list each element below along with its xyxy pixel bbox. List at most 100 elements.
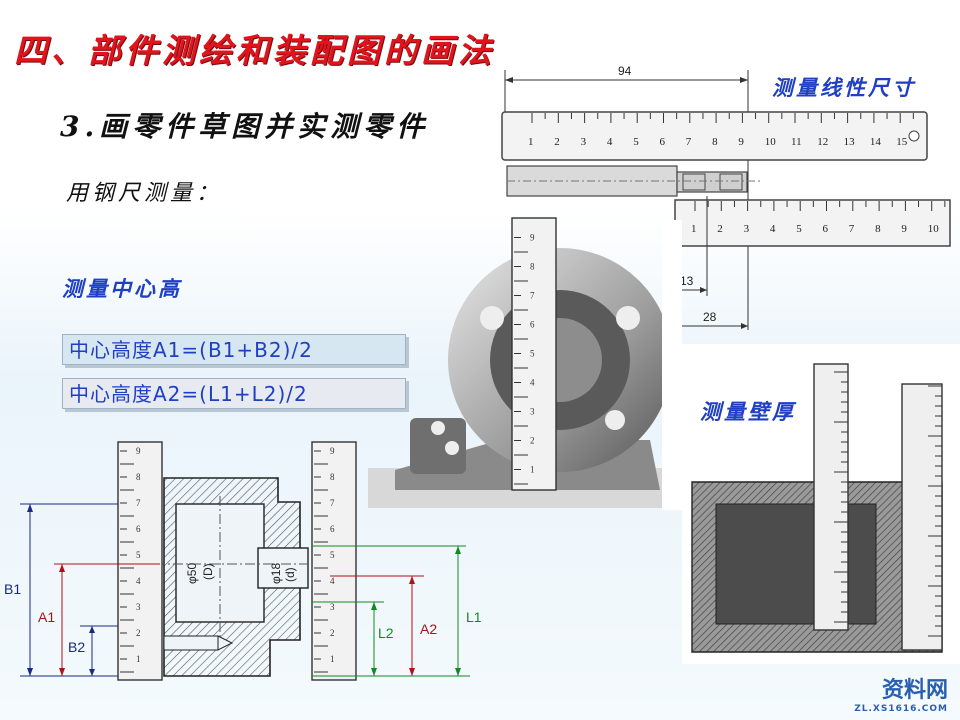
vrule-number: 5 bbox=[530, 349, 535, 359]
foot-bolt-hole bbox=[431, 421, 445, 435]
dim-b1: B1 bbox=[4, 581, 21, 597]
vertical-rule-left bbox=[117, 441, 163, 681]
vrule-number: 3 bbox=[136, 602, 141, 612]
rule-number: 8 bbox=[875, 223, 881, 235]
a2-arrow-bottom bbox=[409, 668, 415, 676]
dim-94-arrow-right bbox=[740, 77, 748, 83]
shaft-groove bbox=[682, 173, 706, 191]
wall-thickness-figure bbox=[682, 344, 960, 664]
dim-28-arrow-right bbox=[741, 323, 748, 329]
dim-13-arrow-right bbox=[700, 287, 707, 293]
vrule-number: 1 bbox=[330, 654, 335, 664]
rule-number: 7 bbox=[849, 223, 855, 235]
steel-rule-label: 用钢尺测量： bbox=[66, 181, 223, 206]
dim-a1: A1 bbox=[38, 609, 55, 625]
vertical-rule-right bbox=[311, 441, 357, 681]
steel-rule-bottom bbox=[674, 199, 951, 247]
rule-number: 8 bbox=[712, 136, 718, 148]
rule-number: 2 bbox=[717, 223, 723, 235]
vrule-number: 9 bbox=[330, 446, 335, 456]
vrule-number: 1 bbox=[530, 465, 535, 475]
measure-linear-label: 测量线性尺寸 bbox=[772, 75, 916, 100]
flange-bolt-hole-2 bbox=[616, 306, 640, 330]
b1-arrow-top bbox=[27, 504, 33, 512]
figure-gap bbox=[662, 220, 682, 510]
b2-arrow-bottom bbox=[89, 669, 95, 676]
dia-18-sub: (d) bbox=[283, 567, 297, 582]
dowel-pin bbox=[163, 635, 219, 651]
vrule-number: 9 bbox=[136, 446, 141, 456]
l2-arrow-top bbox=[371, 602, 377, 610]
dim-b2: B2 bbox=[68, 639, 85, 655]
rule-number: 14 bbox=[870, 136, 882, 148]
dim-13-label: 13 bbox=[680, 274, 694, 288]
b2-arrow-top bbox=[89, 626, 95, 633]
slide-title: 四、部件测绘和装配图的画法 bbox=[14, 31, 495, 70]
rule-number: 5 bbox=[633, 136, 639, 148]
vrule-number: 4 bbox=[136, 576, 141, 586]
rule-number: 9 bbox=[738, 136, 744, 148]
formula-a1: 中心高度A1=(B1+B2)/2 bbox=[62, 334, 406, 365]
flange-bolt-hole bbox=[480, 306, 504, 330]
flange-bolt-hole-3 bbox=[605, 410, 625, 430]
vrule-number: 9 bbox=[530, 233, 535, 243]
a1-arrow-top bbox=[59, 564, 65, 572]
b1-arrow-bottom bbox=[27, 668, 33, 676]
bore-d18 bbox=[257, 547, 309, 589]
vrule-number: 1 bbox=[136, 654, 141, 664]
dia-50-sub: (D) bbox=[201, 563, 215, 580]
rule-number: 15 bbox=[896, 136, 908, 148]
vrule-number: 3 bbox=[330, 602, 335, 612]
rule-number: 4 bbox=[607, 136, 613, 148]
watermark-brand: 资料网 bbox=[881, 678, 948, 703]
vrule-number: 6 bbox=[330, 524, 335, 534]
watermark-logo: 资料网 ZL.XS1616.COM bbox=[854, 672, 948, 714]
rule-hang-hole bbox=[908, 130, 920, 142]
shaft-groove-2 bbox=[719, 173, 743, 191]
formula-a2: 中心高度A2=(L1+L2)/2 bbox=[62, 378, 406, 409]
vrule-number: 6 bbox=[530, 320, 535, 330]
foot-bolt-hole-2 bbox=[445, 441, 459, 455]
rule-number: 3 bbox=[744, 223, 750, 235]
l2-arrow-bottom bbox=[371, 668, 377, 676]
slide-subtitle: 3.画零件草图并实测零件 bbox=[60, 110, 430, 143]
dia-18-label: φ18 bbox=[269, 563, 283, 584]
l1-arrow-top bbox=[455, 546, 461, 554]
vrule-number: 2 bbox=[330, 628, 335, 638]
vrule-number: 2 bbox=[530, 436, 535, 446]
rule-number: 6 bbox=[823, 223, 829, 235]
wall-rule-inner bbox=[813, 363, 849, 631]
dim-l2: L2 bbox=[378, 625, 394, 641]
rule-number: 4 bbox=[770, 223, 776, 235]
wall-cavity bbox=[715, 503, 877, 625]
rule-number: 12 bbox=[817, 136, 828, 148]
measure-center-height-label: 测量中心高 bbox=[62, 276, 182, 301]
rule-number: 10 bbox=[765, 136, 777, 148]
watermark-url: ZL.XS1616.COM bbox=[854, 704, 948, 714]
rule-number: 10 bbox=[928, 223, 940, 235]
dowel-pin-tip bbox=[217, 635, 234, 651]
rule-number: 1 bbox=[528, 136, 534, 148]
vrule-number: 4 bbox=[530, 378, 535, 388]
vrule-number: 8 bbox=[330, 472, 335, 482]
vrule-number: 7 bbox=[136, 498, 141, 508]
vrule-number: 2 bbox=[136, 628, 141, 638]
wall-rule-outer bbox=[901, 383, 943, 651]
rule-number: 3 bbox=[581, 136, 587, 148]
a1-arrow-bottom bbox=[59, 668, 65, 676]
vrule-number: 8 bbox=[136, 472, 141, 482]
vrule-number: 7 bbox=[530, 291, 535, 301]
vrule-number: 5 bbox=[136, 550, 141, 560]
rule-number: 1 bbox=[691, 223, 697, 235]
rule-number: 13 bbox=[844, 136, 856, 148]
dia-50-label: φ50 bbox=[185, 563, 199, 584]
rule-number: 11 bbox=[791, 136, 802, 148]
vrule-number: 7 bbox=[330, 498, 335, 508]
vrule-number: 3 bbox=[530, 407, 535, 417]
